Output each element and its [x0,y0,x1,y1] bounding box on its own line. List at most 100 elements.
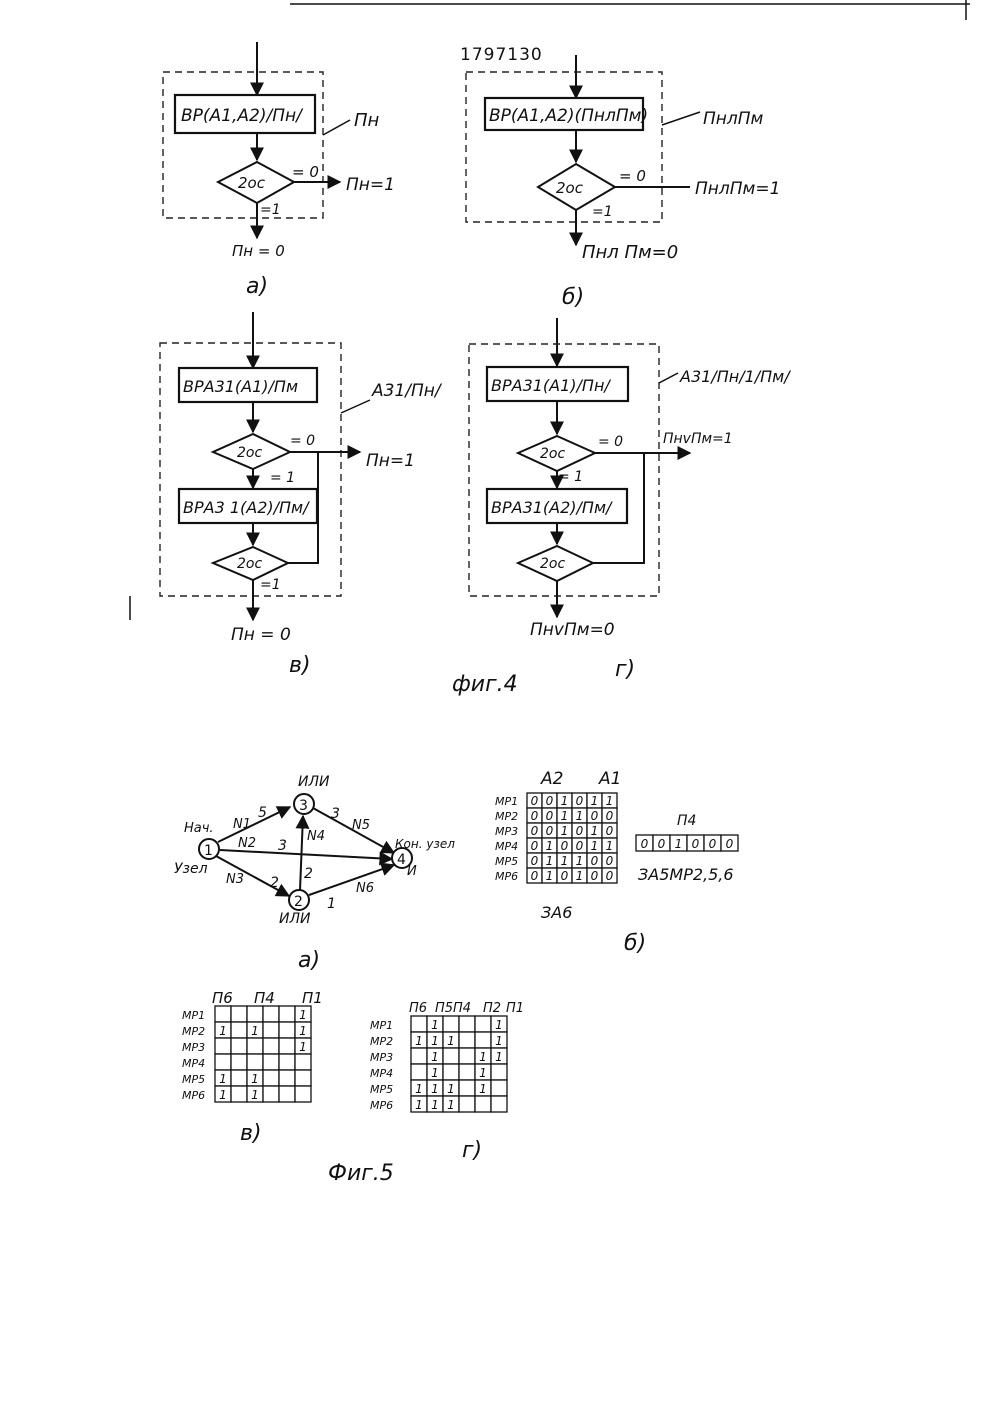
fig5-a-node-1-word-b: Узел [174,861,208,877]
fig5-b-cell-value: 0 [606,824,614,838]
fig5-v-row-label: МР2 [182,1025,205,1038]
fig4-g-diamond1-label: 2ос [540,446,565,462]
fig5-v-sublabel: в) [240,1121,262,1146]
fig5-b-cell-value: 0 [531,809,539,823]
fig5-v-cell [247,1038,263,1054]
fig4-v-box1-label: ВРА31(А1)/Пм [183,377,298,396]
fig5-g-row-label: МР1 [370,1019,393,1032]
fig4-a-out-right: Пн=1 [346,175,395,195]
fig4-a-out-bottom: Пн = 0 [232,242,285,260]
fig4-g-box1-label: ВРА31(А1)/Пн/ [491,376,611,395]
fig5-a-edge-label-3b: 3 [331,806,340,822]
fig5-b-cell-value: 0 [576,839,584,853]
fig5-b-cell-value: 0 [546,824,554,838]
fig5-b-cell-value: 1 [546,854,554,868]
fig4-a-flowchart: ВР(А1,А2)/Пн/ 2ос = 0 Пн=1 Пн =1 Пн = 0 … [163,42,395,299]
fig5-v-cell [215,1006,231,1022]
fig5-g-cell-value: 1 [431,1082,439,1096]
fig5-g-col-label-p5: П5 [435,1001,453,1016]
fig5-v-cell [279,1054,295,1070]
fig4-v-diamond1-label: 2ос [237,445,262,461]
fig5-v-col-label-p4: П4 [254,989,275,1007]
fig5-b-cell-value: 1 [591,794,599,808]
fig4-g-flowchart: ВРА31(А1)/Пн/ 2ос = 0 ПнvПм=1 А31/Пн/1/П… [469,318,791,682]
fig5-v-cell [263,1086,279,1102]
fig5-v-cell [279,1006,295,1022]
fig5-a-edge-label-1: 1 [327,896,336,912]
fig5-b-cell-value: 1 [561,824,569,838]
fig5-g-cell [475,1032,491,1048]
fig5-v-cell [279,1038,295,1054]
fig4-v-side-label: А31/Пн/ [371,381,443,401]
fig5-b-cell-value: 1 [591,839,599,853]
fig5-v-cell-value: 1 [299,1040,307,1054]
fig4-v-eq1a: = 1 [270,470,295,486]
fig4-b-eq0: = 0 [619,167,646,185]
fig5-b-cell-value: 1 [576,869,584,883]
fig5-v-cell [231,1038,247,1054]
fig5-g-cell [443,1016,459,1032]
fig5-g-row-label: МР4 [370,1067,393,1080]
fig5-v-cell-value: 1 [299,1024,307,1038]
fig5-v-cell [263,1022,279,1038]
fig5-b-row-label: МР2 [495,810,518,823]
fig4-b-diamond-label: 2ос [556,179,584,197]
fig5-b-cell-value: 0 [606,854,614,868]
page-number: 1797130 [460,45,543,65]
fig5-a-edge-label-n4: N4 [307,829,325,844]
fig5-b-cell-value: 1 [606,794,614,808]
fig5-b-p4-cell-value: 0 [692,837,700,851]
fig5-a-node-4-word-a: Кон. узел [395,837,455,851]
fig5-b-cell-value: 1 [546,869,554,883]
fig5-v-cell [279,1022,295,1038]
fig4-v-box2-label: ВРА3 1(А2)/Пм/ [183,498,310,517]
fig4-g-diamond2-label: 2ос [540,556,565,572]
fig4-g-sublabel: г) [615,657,635,682]
fig5-b-cell-value: 0 [606,809,614,823]
fig5-v-cell [295,1070,311,1086]
fig5-v-cell [231,1006,247,1022]
fig5-g-cell-value: 1 [495,1034,503,1048]
fig5-g-cell-value: 1 [415,1082,423,1096]
fig5-g-col-label-p6: П6 [409,1001,427,1016]
fig5-caption: Фиг.5 [328,1161,394,1186]
fig5-g-cell-value: 1 [415,1098,423,1112]
fig5-b-p4-cell-value: 0 [641,837,649,851]
fig5-b-cell-value: 1 [561,794,569,808]
fig4-v-out-bottom: Пн = 0 [231,625,291,645]
fig5-v-cell [263,1054,279,1070]
fig5-a-node-4-label: 4 [397,852,406,868]
fig5-b-p4-cell-value: 0 [709,837,717,851]
fig5-g-cell [491,1096,507,1112]
fig5-v-cell-value: 1 [219,1072,227,1086]
fig4-b-flowchart: ВР(А1,А2)(ПнлПм) 2ос = 0 ПнлПм=1 ПнлПм =… [466,55,780,310]
fig5-v-col-label-p1: П1 [302,989,323,1007]
fig5-v-cell [231,1070,247,1086]
fig5-b-matrix-group: А2 А1 МР1001011МР2001100МР3001010МР40100… [495,769,738,956]
fig5-g-cell [491,1064,507,1080]
fig5-g-col-label-p4: П4 [453,1001,471,1016]
fig5-g-cell-value: 1 [431,1050,439,1064]
fig4-caption: фиг.4 [452,672,518,697]
fig5-g-cell [459,1048,475,1064]
fig5-a-node-4-word-b: И [407,864,417,879]
fig5-b-cell-value: 0 [561,839,569,853]
fig4-b-out-right: ПнлПм=1 [695,179,780,199]
fig5-b-cell-value: 0 [531,869,539,883]
fig5-a-edge-label-n3: N3 [226,872,244,887]
fig5-b-cell-value: 0 [546,809,554,823]
fig5-g-cell [443,1048,459,1064]
fig5-g-cell-value: 1 [447,1082,455,1096]
fig5-a-edge-label-2b: 2 [304,866,313,882]
fig5-v-cell [295,1086,311,1102]
fig5-b-matrix: МР1001011МР2001100МР3001010МР4010011МР50… [495,793,617,883]
fig4-v-eq1b: =1 [260,577,281,593]
fig5-g-cell-value: 1 [495,1050,503,1064]
fig5-b-cell-value: 0 [546,794,554,808]
fig5-g-cell-value: 1 [479,1050,487,1064]
fig5-b-result: ЗА5МР2,5,6 [638,865,734,884]
fig5-a-node-1-label: 1 [204,843,213,859]
fig5-a-sublabel: а) [298,948,320,973]
fig4-a-diamond-label: 2ос [238,174,266,192]
